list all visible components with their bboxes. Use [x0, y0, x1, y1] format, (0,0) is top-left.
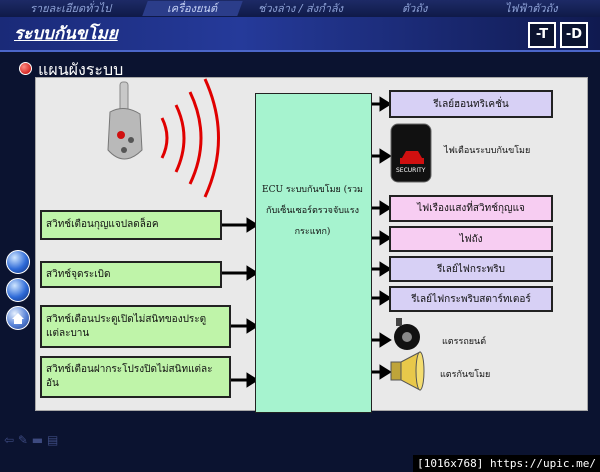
- security-indicator-icon: [390, 123, 432, 183]
- resolution-text: [1016x768]: [417, 457, 484, 470]
- tab-body[interactable]: ตัวถัง: [402, 2, 428, 15]
- bullet-icon: [19, 62, 32, 75]
- page-title: ระบบกันขโมย: [14, 24, 118, 44]
- input-arrows: [222, 217, 259, 388]
- input-hood-courtesy-switch: สวิทช์เตือนฝากระโปรงปิดไม่สนิทแต่ละอัน: [40, 356, 231, 398]
- output-hazard-light: ไฟถัง: [389, 226, 553, 252]
- title-bar: [0, 17, 600, 52]
- input-key-unlock-warning-switch: สวิทช์เตือนกุญแจปลดล็อค: [40, 210, 222, 240]
- url-text: https://upic.me/: [490, 457, 596, 470]
- tab-general[interactable]: รายละเอียดทั่วไป: [30, 2, 112, 15]
- output-starter-relay: รีเลย์ไฟกระพริบสตาร์ทเตอร์: [389, 286, 553, 312]
- screen-icon[interactable]: ▬: [31, 433, 44, 447]
- tab-body-electrical[interactable]: ไฟฟ้าตัวถัง: [505, 2, 558, 15]
- ecu-box: [255, 93, 372, 413]
- resolution-url-badge: [1016x768] https://upic.me/: [413, 455, 600, 472]
- d-button[interactable]: -D: [560, 22, 588, 48]
- ecu-label: ECU ระบบกันขโมย (รวมกับเซ็นเซอร์ตรวจจับแ…: [262, 185, 363, 237]
- key-fob-icon: [107, 81, 143, 160]
- tab-chassis[interactable]: ช่วงล่าง / ส่งกำลัง: [258, 2, 344, 15]
- output-car-horn-label: แตรรถยนต์: [442, 337, 487, 347]
- output-security-horn-label: แตรกันขโมย: [440, 370, 491, 380]
- output-flasher-relay: รีเลย์ไฟกระพริบ: [389, 256, 553, 282]
- back-arrow-icon[interactable]: ⇦: [4, 433, 15, 447]
- home-button[interactable]: [6, 306, 30, 330]
- input-door-courtesy-switch: สวิทช์เตือนประตูเปิดไม่สนิทของประตูแต่ละ…: [40, 305, 231, 348]
- output-key-illumination: ไฟเรืองแสงที่สวิทช์กุญแจ: [389, 195, 553, 222]
- input-ignition-switch: สวิทช์จุดระเบิด: [40, 261, 222, 288]
- bottom-toolbar: ⇦ ✎ ▬ ▤: [4, 433, 58, 447]
- radio-wave-icon: [160, 78, 220, 198]
- output-horn-relay: รีเลย์ฮอนทริเคชั่น: [389, 90, 553, 118]
- security-horn-icon: [390, 351, 425, 391]
- home-icon: [12, 313, 24, 324]
- output-arrows: [370, 96, 392, 380]
- menu-icon[interactable]: ▤: [46, 433, 59, 447]
- output-security-indicator-label: ไฟเตือนระบบกันขโมย: [444, 146, 531, 156]
- pen-icon[interactable]: ✎: [17, 433, 28, 447]
- t-button[interactable]: -T: [528, 22, 556, 48]
- next-button[interactable]: [6, 278, 30, 302]
- car-horn-icon: [394, 318, 420, 350]
- top-navigation: รายละเอียดทั่วไป เครื่องยนต์ ช่วงล่าง / …: [0, 0, 600, 17]
- security-text: SECURITY: [396, 167, 426, 174]
- section-title: แผนผังระบบ: [38, 60, 124, 79]
- prev-button[interactable]: [6, 250, 30, 274]
